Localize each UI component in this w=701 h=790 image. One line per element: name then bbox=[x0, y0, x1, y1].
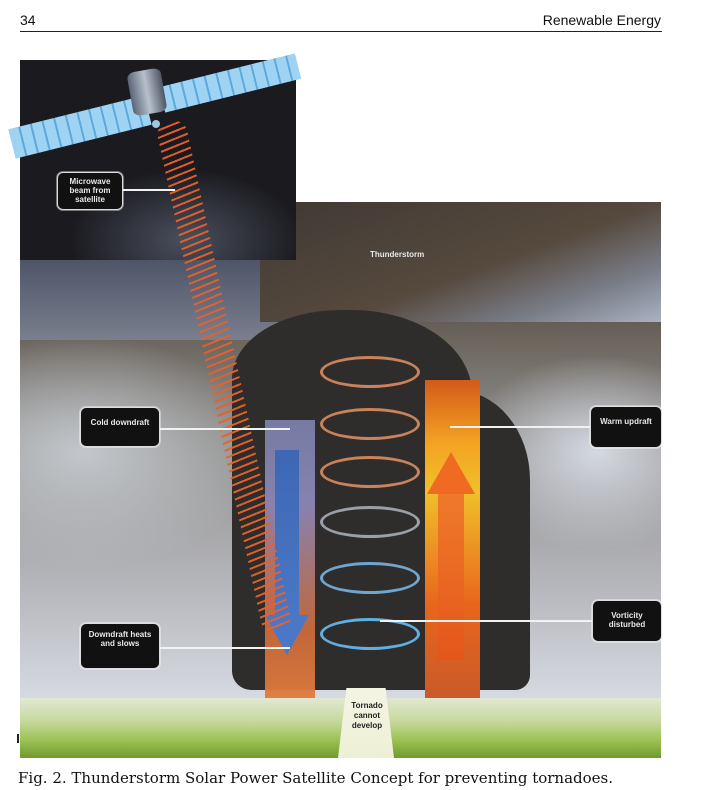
storm-cloud-top bbox=[260, 202, 661, 322]
running-title: Renewable Energy bbox=[542, 12, 661, 28]
callout-warm-updraft: Warm updraft bbox=[590, 406, 662, 448]
figure-thunderstorm-sps: Microwave beam from satellite Thundersto… bbox=[8, 53, 662, 758]
margin-bracket bbox=[17, 734, 19, 743]
storm-sky-left bbox=[20, 260, 300, 340]
vortex-ring-icon bbox=[320, 562, 420, 594]
emitter-icon bbox=[152, 120, 160, 128]
vortex-ring-icon bbox=[320, 506, 420, 538]
callout-cold-downdraft: Cold downdraft bbox=[80, 407, 160, 447]
callout-downdraft-heats: Downdraft heats and slows bbox=[80, 623, 160, 669]
leader-line bbox=[160, 647, 290, 649]
leader-line bbox=[160, 428, 290, 430]
label-thunderstorm: Thunderstorm bbox=[370, 250, 425, 259]
satellite-icon bbox=[126, 67, 168, 117]
vortex-ring-icon bbox=[320, 618, 420, 650]
leader-line bbox=[450, 426, 590, 428]
header-rule bbox=[20, 31, 662, 32]
ground-clear-patch bbox=[338, 688, 394, 758]
vortex-ring-icon bbox=[320, 356, 420, 388]
callout-vorticity-disturbed: Vorticity disturbed bbox=[592, 600, 662, 642]
solar-panel-icon bbox=[158, 53, 302, 113]
leader-line bbox=[123, 189, 175, 191]
page-number: 34 bbox=[20, 12, 36, 28]
figure-caption: Fig. 2. Thunderstorm Solar Power Satelli… bbox=[18, 769, 614, 787]
up-arrowhead-icon bbox=[427, 452, 475, 494]
vortex-ring-icon bbox=[320, 456, 420, 488]
label-tornado-cannot-develop: Tornado cannot develop bbox=[351, 701, 383, 730]
leader-line bbox=[380, 620, 592, 622]
solar-panel-icon bbox=[8, 95, 152, 159]
vortex-ring-icon bbox=[320, 408, 420, 440]
callout-microwave-beam: Microwave beam from satellite bbox=[57, 172, 123, 210]
up-arrow-icon bbox=[438, 490, 464, 660]
satellite-inset bbox=[8, 53, 302, 260]
